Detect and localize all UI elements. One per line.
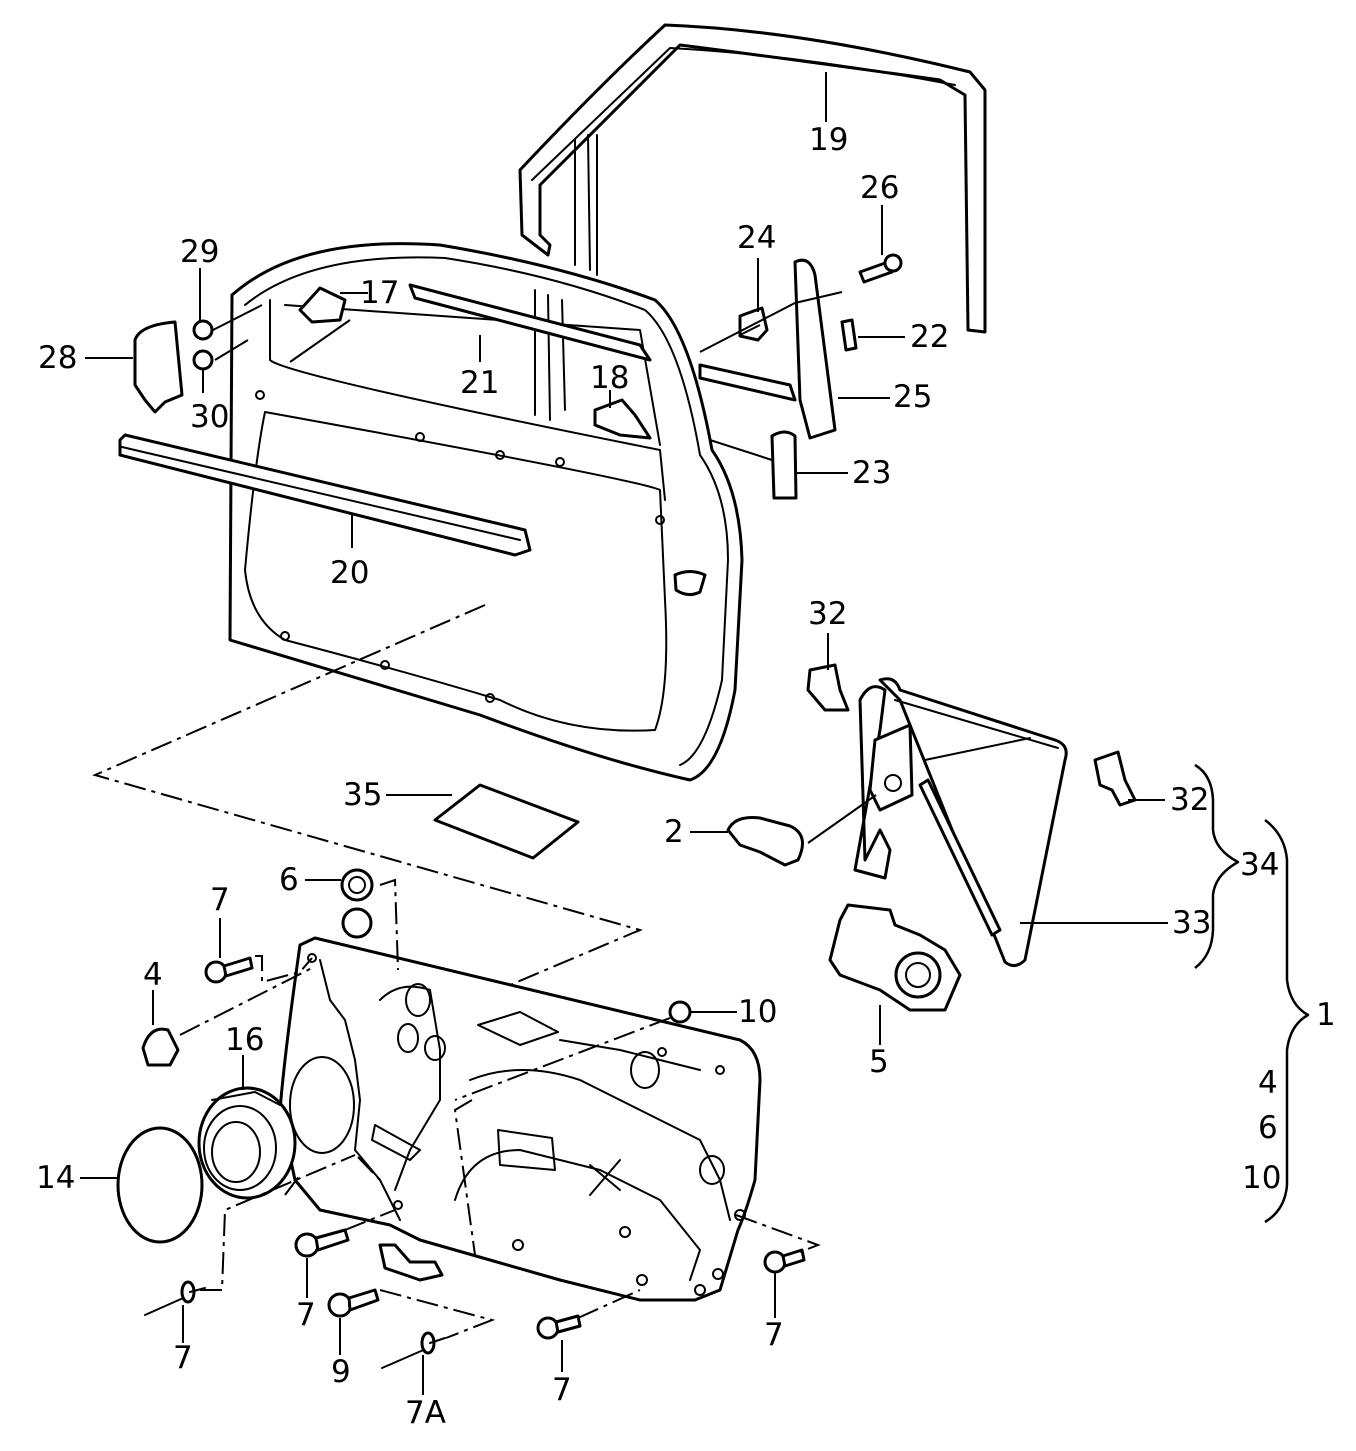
crank-handle-2	[726, 816, 804, 867]
bracket-18	[593, 398, 652, 440]
rivet-7-left	[144, 1280, 206, 1316]
callout-17: 17	[360, 275, 399, 311]
callout-5: 5	[869, 1044, 889, 1080]
callout-16: 16	[225, 1022, 264, 1058]
callout-29: 29	[180, 234, 219, 270]
callout-14: 14	[36, 1160, 75, 1196]
waist-strip-20	[118, 433, 532, 557]
callout-28: 28	[38, 340, 77, 376]
window-regulator-33	[853, 677, 1068, 967]
callout-33: 33	[1172, 905, 1211, 941]
bracket-34	[1194, 763, 1240, 969]
plug-23	[770, 430, 798, 500]
speaker-cover-14	[116, 1126, 204, 1244]
trim-25	[793, 258, 837, 440]
window-motor-5	[828, 903, 962, 1012]
bracket-17	[298, 286, 347, 324]
callout-2: 2	[664, 814, 684, 850]
callout-26: 26	[860, 170, 899, 206]
callout-35: 35	[343, 777, 382, 813]
insulation-pad-35	[433, 783, 580, 860]
callout-7-right: 7	[764, 1317, 784, 1353]
speaker-16	[197, 1086, 297, 1200]
window-frame-seal-19	[518, 23, 987, 334]
callout-32-top: 32	[808, 596, 847, 632]
bolt-7-left	[294, 1228, 350, 1258]
callout-7-rivet: 7	[173, 1340, 193, 1376]
clip-22	[840, 318, 858, 352]
callout-1: 1	[1316, 997, 1336, 1033]
bolt-9	[327, 1288, 380, 1318]
nut-10	[668, 1000, 692, 1024]
group-item-4: 4	[1258, 1065, 1278, 1101]
bracket-1	[1264, 819, 1310, 1224]
callout-9: 9	[331, 1354, 351, 1390]
waist-strip-21	[408, 283, 652, 362]
callout-7-top: 7	[210, 882, 230, 918]
callout-7-mid: 7	[552, 1372, 572, 1408]
assembly-carrier	[278, 926, 762, 1302]
leader-lines	[80, 72, 1168, 1395]
group-item-10: 10	[1242, 1160, 1281, 1196]
callout-7a: 7A	[405, 1395, 446, 1431]
callout-10: 10	[738, 994, 777, 1030]
mirror-mount-28	[133, 320, 184, 414]
callout-4: 4	[143, 957, 163, 993]
bolt-7-top	[204, 956, 254, 984]
screw-26	[858, 253, 903, 284]
callout-30: 30	[190, 399, 229, 435]
callout-32-right: 32	[1170, 782, 1209, 818]
callout-6: 6	[279, 862, 299, 898]
callout-25: 25	[893, 379, 932, 415]
callout-22: 22	[910, 319, 949, 355]
callout-23: 23	[852, 455, 891, 491]
assembly-lines	[92, 604, 821, 1339]
rivet-7a	[381, 1331, 446, 1369]
bolt-7-mid	[536, 1314, 582, 1340]
callout-24: 24	[737, 220, 776, 256]
callout-21: 21	[460, 365, 499, 401]
callout-18: 18	[590, 360, 629, 396]
nut-30	[192, 349, 214, 371]
callout-20: 20	[330, 555, 369, 591]
door-shell	[228, 242, 744, 782]
bracket-clip	[378, 1243, 444, 1282]
clip-4	[141, 1027, 180, 1067]
callout-labels: 19 26 24 22 25 23 29 17 28 21 18 30 20 3…	[36, 122, 1336, 1431]
guide-rail	[698, 363, 797, 402]
callout-19: 19	[809, 122, 848, 158]
clip-32-right	[1093, 750, 1137, 807]
clip-32-top	[806, 663, 850, 712]
grommet-6	[340, 868, 374, 902]
callout-34: 34	[1240, 847, 1279, 883]
group-item-6: 6	[1258, 1110, 1278, 1146]
nut-29	[192, 319, 214, 341]
bolt-7-right	[763, 1248, 806, 1274]
callout-7-left: 7	[296, 1297, 316, 1333]
